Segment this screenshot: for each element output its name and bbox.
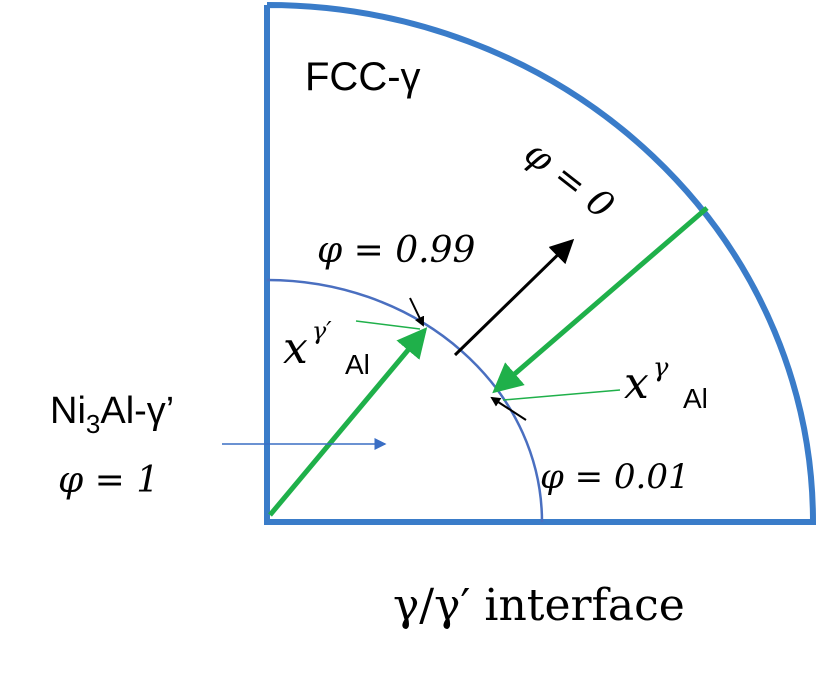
phi-099-label: φ = 0.99 — [317, 230, 475, 271]
x-gamma-sub: Al — [683, 383, 708, 414]
region-inner-label: Ni3Al-γ’ — [50, 390, 174, 439]
region-inner-sub: 3 — [86, 409, 100, 439]
x-gamma-prime-sub: Al — [345, 349, 370, 380]
x-gamma-prime-label: x γ′ — [283, 317, 332, 374]
phi-001-label: φ = 0.01 — [540, 457, 690, 497]
interface-arc — [266, 278, 544, 523]
x-gamma-prime-sup: γ′ — [312, 317, 332, 345]
direction-arrow — [453, 238, 575, 357]
domain-boundary — [264, 2, 817, 525]
interface-label: γ/γ′ interface — [393, 580, 685, 631]
x-gamma-base: x — [624, 358, 649, 409]
green-arrow-inner — [268, 327, 428, 517]
region-inner-pre: Ni — [50, 390, 86, 432]
pointer-arrow-phi001 — [490, 396, 527, 421]
x-gamma-prime-base: x — [283, 323, 308, 374]
x-gamma-label: x γ — [624, 353, 669, 409]
phi-zero-label: φ = 0 — [516, 133, 621, 228]
x-gamma-sup: γ — [653, 353, 669, 383]
green-pointer-xg — [502, 389, 621, 401]
region-inner-post: Al-γ’ — [100, 390, 174, 432]
pointer-arrow-phi099 — [409, 297, 425, 327]
region-outer-label: FCC-γ — [305, 55, 421, 99]
green-pointer-xgp — [355, 320, 421, 330]
phi-one-label: φ = 1 — [58, 460, 159, 501]
green-arrow-outer — [492, 206, 709, 394]
